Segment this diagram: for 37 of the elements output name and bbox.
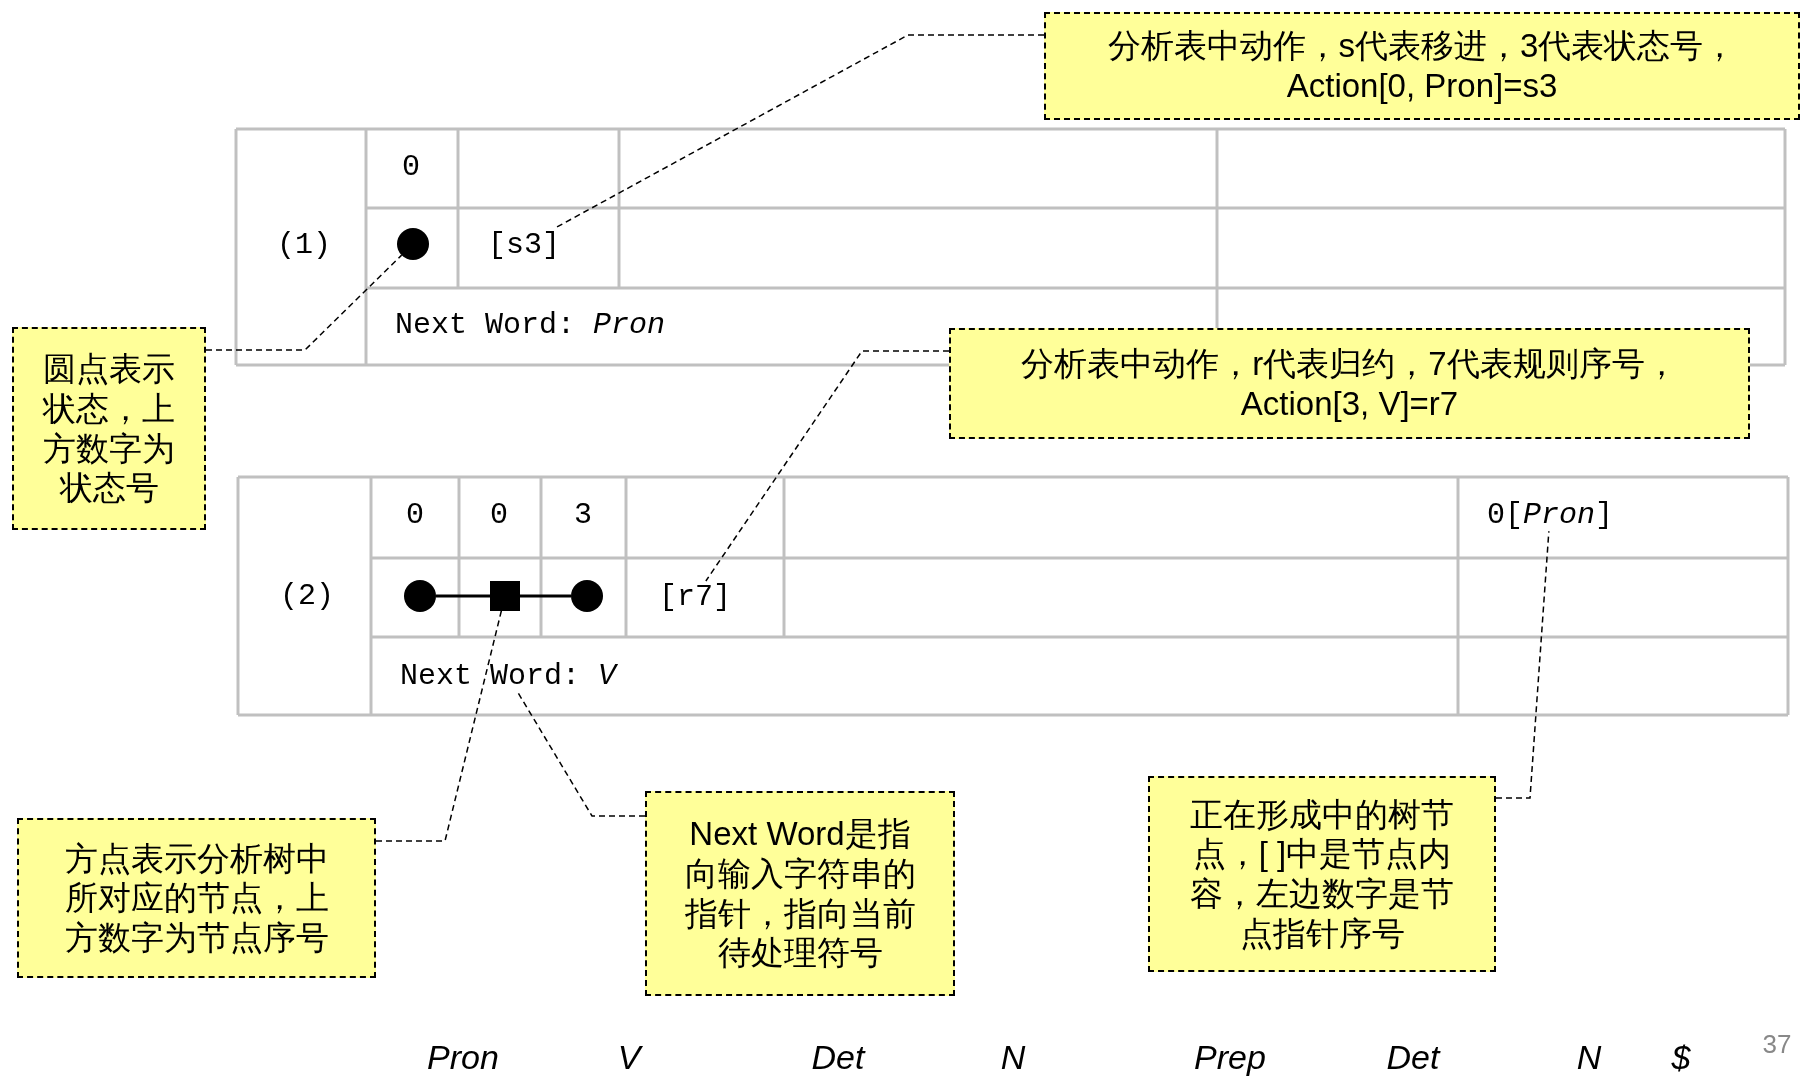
leader-line: [517, 691, 646, 817]
state-number: 3: [574, 498, 592, 532]
callout-box: 方点表示分析树中所对应的节点，上方数字为节点序号: [17, 818, 376, 978]
connector-line: [436, 594, 490, 598]
leader-line: [205, 254, 403, 351]
page-number: 37: [1762, 1029, 1792, 1059]
leader-line: [375, 609, 503, 842]
table-cell-text: [r7]: [659, 580, 731, 614]
connector-line: [520, 594, 571, 598]
leader-line: [705, 350, 950, 582]
callout-box: 分析表中动作，r代表归约，7代表规则序号，Action[3, V]=r7: [949, 328, 1750, 439]
input-symbol: $: [1671, 1039, 1691, 1077]
callout-box: 分析表中动作，s代表移进，3代表状态号，Action[0, Pron]=s3: [1044, 12, 1800, 120]
next-word-text: Next Word: V: [400, 659, 617, 693]
row-number: (2): [280, 579, 334, 613]
state-number: 0: [406, 498, 424, 532]
input-symbol: Prep: [1194, 1039, 1266, 1077]
input-symbol: Det: [1386, 1039, 1440, 1077]
leader-line: [1495, 530, 1550, 799]
state-dot: [404, 580, 436, 612]
input-symbol: N: [1000, 1039, 1026, 1077]
callout-box: 圆点表示状态，上方数字为状态号: [12, 327, 206, 530]
input-symbol: Pron: [427, 1039, 499, 1077]
input-symbol: Det: [811, 1039, 865, 1077]
row-number: (1): [277, 228, 331, 262]
table-cell-text: 0[Pron]: [1487, 498, 1613, 532]
input-symbol: V: [617, 1039, 641, 1077]
next-word-text: Next Word: Pron: [395, 308, 666, 342]
callout-box: 正在形成中的树节点，[ ]中是节点内容，左边数字是节点指针序号: [1148, 776, 1496, 972]
table-cell-text: [s3]: [488, 228, 560, 262]
state-dot: [397, 228, 429, 260]
callout-box: Next Word是指向输入字符串的指针，指向当前待处理符号: [645, 791, 955, 996]
node-square: [490, 581, 520, 611]
state-number: 0: [402, 150, 420, 184]
node-number: 0: [490, 498, 508, 532]
state-dot: [571, 580, 603, 612]
input-symbol: N: [1576, 1039, 1602, 1077]
